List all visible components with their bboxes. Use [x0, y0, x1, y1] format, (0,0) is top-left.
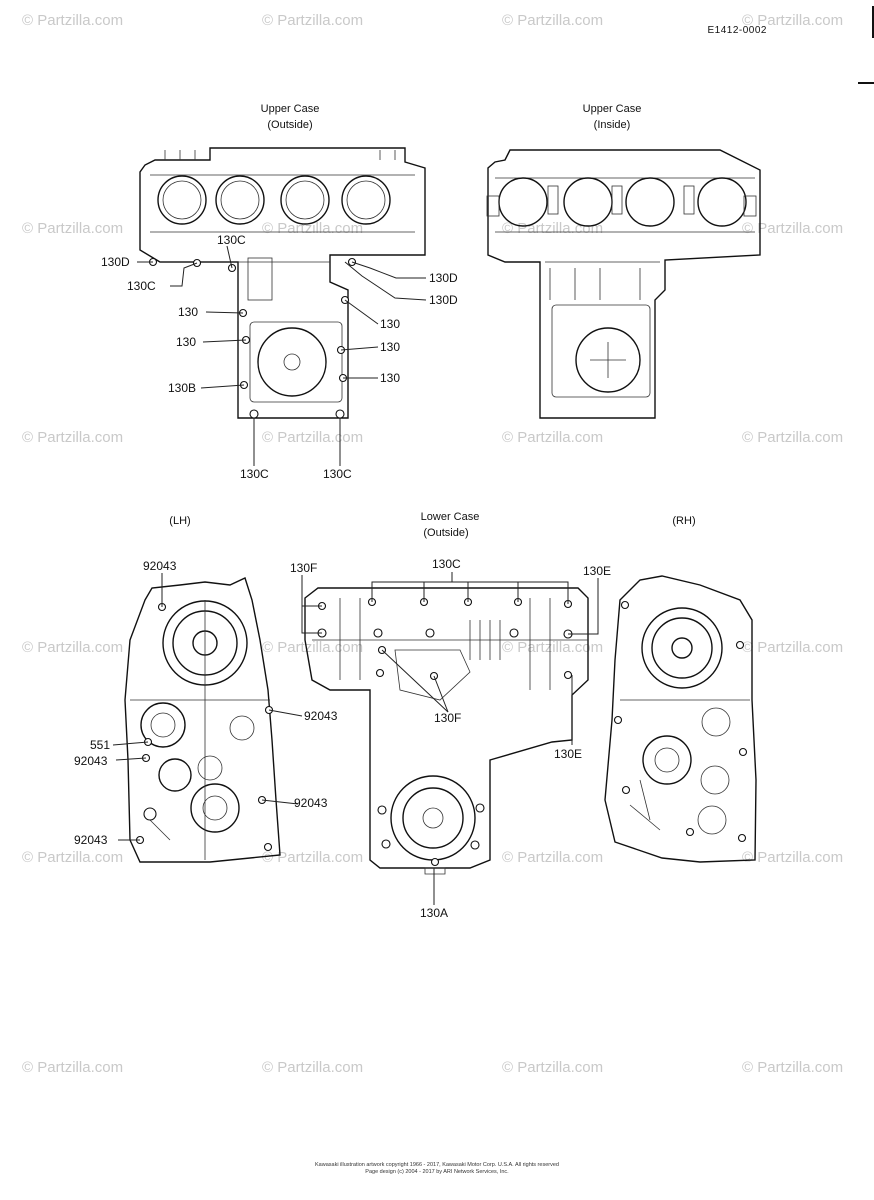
- callout-551: 551: [90, 738, 110, 752]
- callout-130F: 130F: [290, 561, 317, 575]
- upper-outside-title: Upper Case: [261, 103, 320, 115]
- watermark: © Partzilla.com: [502, 639, 603, 656]
- callout-92043: 92043: [294, 796, 328, 810]
- watermark: © Partzilla.com: [262, 429, 363, 446]
- watermark: © Partzilla.com: [22, 1059, 123, 1076]
- watermark: © Partzilla.com: [22, 12, 123, 29]
- watermark: © Partzilla.com: [262, 220, 363, 237]
- callout-130D: 130D: [429, 293, 458, 307]
- callout-130D: 130D: [101, 255, 130, 269]
- lower-outside-subtitle: (Outside): [423, 527, 468, 539]
- watermark: © Partzilla.com: [742, 1059, 843, 1076]
- rh-view-title: (RH): [672, 515, 695, 527]
- copyright-footer: Kawasaki illustration artwork copyright …: [0, 1162, 874, 1176]
- callout-130C: 130C: [240, 467, 269, 481]
- watermark: © Partzilla.com: [742, 220, 843, 237]
- callout-130: 130: [176, 335, 196, 349]
- watermark: © Partzilla.com: [262, 12, 363, 29]
- callout-92043: 92043: [74, 833, 108, 847]
- rh-case-drawing: [604, 575, 757, 863]
- callout-92043: 92043: [143, 559, 177, 573]
- leader-lines: [112, 245, 599, 905]
- upper-outside-subtitle: (Outside): [267, 119, 312, 131]
- watermark: © Partzilla.com: [502, 1059, 603, 1076]
- callout-130A: 130A: [420, 906, 448, 920]
- upper-case-inside-drawing: [486, 149, 761, 419]
- watermark: © Partzilla.com: [262, 849, 363, 866]
- watermark: © Partzilla.com: [502, 12, 603, 29]
- watermark: © Partzilla.com: [262, 1059, 363, 1076]
- lower-outside-title: Lower Case: [421, 511, 480, 523]
- watermark: © Partzilla.com: [22, 639, 123, 656]
- copyright-line: Kawasaki illustration artwork copyright …: [315, 1162, 559, 1168]
- watermark: © Partzilla.com: [22, 220, 123, 237]
- copyright-line: Page design (c) 2004 - 2017 by ARI Netwo…: [365, 1169, 509, 1175]
- callout-130E: 130E: [583, 564, 611, 578]
- watermark: © Partzilla.com: [742, 429, 843, 446]
- callout-130F: 130F: [434, 711, 461, 725]
- edge-tick-mark: [872, 6, 874, 38]
- upper-inside-subtitle: (Inside): [594, 119, 631, 131]
- callout-130C: 130C: [217, 233, 246, 247]
- callout-130B: 130B: [168, 381, 196, 395]
- callout-130C: 130C: [323, 467, 352, 481]
- upper-inside-title: Upper Case: [583, 103, 642, 115]
- watermark: © Partzilla.com: [742, 12, 843, 29]
- watermark: © Partzilla.com: [742, 849, 843, 866]
- callout-130E: 130E: [554, 747, 582, 761]
- callout-130: 130: [380, 340, 400, 354]
- watermark: © Partzilla.com: [502, 429, 603, 446]
- watermark: © Partzilla.com: [502, 220, 603, 237]
- watermark: © Partzilla.com: [262, 639, 363, 656]
- watermark: © Partzilla.com: [742, 639, 843, 656]
- watermark: © Partzilla.com: [22, 429, 123, 446]
- watermarks: © Partzilla.com © Partzilla.com © Partzi…: [22, 12, 843, 1076]
- lh-case-drawing: [124, 577, 281, 863]
- callout-130C: 130C: [432, 557, 461, 571]
- callout-130: 130: [178, 305, 198, 319]
- callout-130: 130: [380, 317, 400, 331]
- callout-130D: 130D: [429, 271, 458, 285]
- watermark: © Partzilla.com: [502, 849, 603, 866]
- callout-92043: 92043: [74, 754, 108, 768]
- callout-130: 130: [380, 371, 400, 385]
- document-code: E1412-0002: [707, 25, 767, 36]
- lower-case-outside-drawing: [304, 587, 589, 875]
- callout-92043: 92043: [304, 709, 338, 723]
- edge-mark: [858, 82, 874, 84]
- callout-labels: 130D 130C 130C 130 130 130B 130D 130D 13…: [74, 233, 611, 920]
- lh-view-title: (LH): [169, 515, 190, 527]
- watermark: © Partzilla.com: [22, 849, 123, 866]
- callout-130C: 130C: [127, 279, 156, 293]
- view-titles: Upper Case (Outside) Upper Case (Inside)…: [169, 103, 695, 539]
